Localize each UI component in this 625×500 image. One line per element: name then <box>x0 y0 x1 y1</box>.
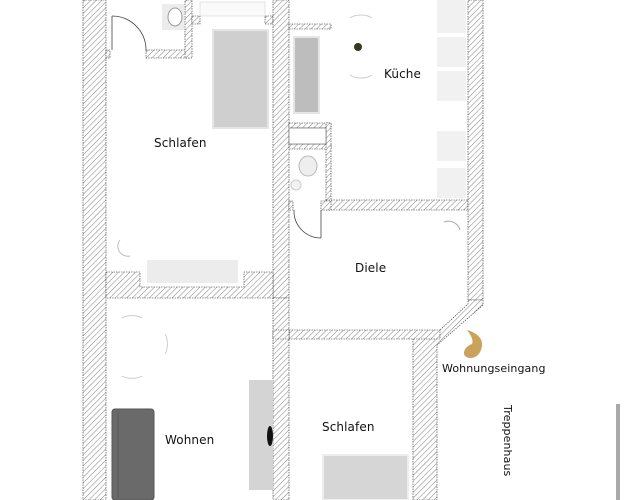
coat-hook-icon <box>443 220 461 231</box>
wall-niche-left <box>191 15 201 25</box>
chair-icon <box>117 239 131 257</box>
closet <box>288 127 327 145</box>
stair-railing <box>616 404 620 500</box>
room-label-schlafen-1: Schlafen <box>154 136 207 150</box>
fridge <box>293 36 320 114</box>
bed-schlafen-1 <box>212 29 269 129</box>
wall-kitchen-left <box>325 122 332 204</box>
wall-bath-bottom-2 <box>145 49 191 59</box>
wall-left-outer <box>82 0 107 500</box>
wall-kitchen-bottom <box>325 199 469 211</box>
wall-center <box>272 0 290 299</box>
wc-door <box>293 209 322 239</box>
wall-diele-bottom <box>288 329 441 340</box>
dining-table-icon <box>349 14 373 79</box>
wall-diagonal <box>412 299 484 500</box>
bath-door <box>111 15 147 51</box>
wall-wc-bottom <box>288 200 294 211</box>
washbasin-icon <box>162 4 184 30</box>
room-label-schlafen-2: Schlafen <box>322 420 375 434</box>
wall-schlafen-bottom <box>105 271 274 299</box>
room-label-wohnen: Wohnen <box>165 433 215 447</box>
wall-closet-1 <box>288 122 332 129</box>
furniture <box>111 0 620 500</box>
walls <box>82 0 484 500</box>
entrance-marker-icon <box>463 330 483 358</box>
wall-niche-right <box>264 15 274 25</box>
living-table-icon <box>121 315 168 379</box>
wall-wohnen-right <box>272 297 290 500</box>
room-label-diele: Diele <box>355 261 387 275</box>
room-label-kueche: Küche <box>384 67 421 81</box>
wall-bath-bottom <box>105 49 111 59</box>
wall-bath-right <box>184 0 193 59</box>
wall-right-outer <box>467 0 484 301</box>
desk-schlafen-1 <box>147 260 238 283</box>
sofa <box>111 408 155 500</box>
wall-wohnen-door-stub <box>272 329 290 340</box>
washing-machine-icon <box>290 155 318 191</box>
wall-wc-bottom-2 <box>320 200 332 211</box>
kitchen-counter <box>437 0 466 198</box>
wall-kitchen-top-stub <box>288 23 332 30</box>
stairwell-label: Treppenhaus <box>501 405 514 477</box>
wall-closet-2 <box>288 143 332 150</box>
entrance-label: Wohnungseingang <box>442 362 546 375</box>
bed-schlafen-2 <box>322 454 409 500</box>
window-sill-top <box>199 1 266 17</box>
tv-icon <box>267 426 273 446</box>
